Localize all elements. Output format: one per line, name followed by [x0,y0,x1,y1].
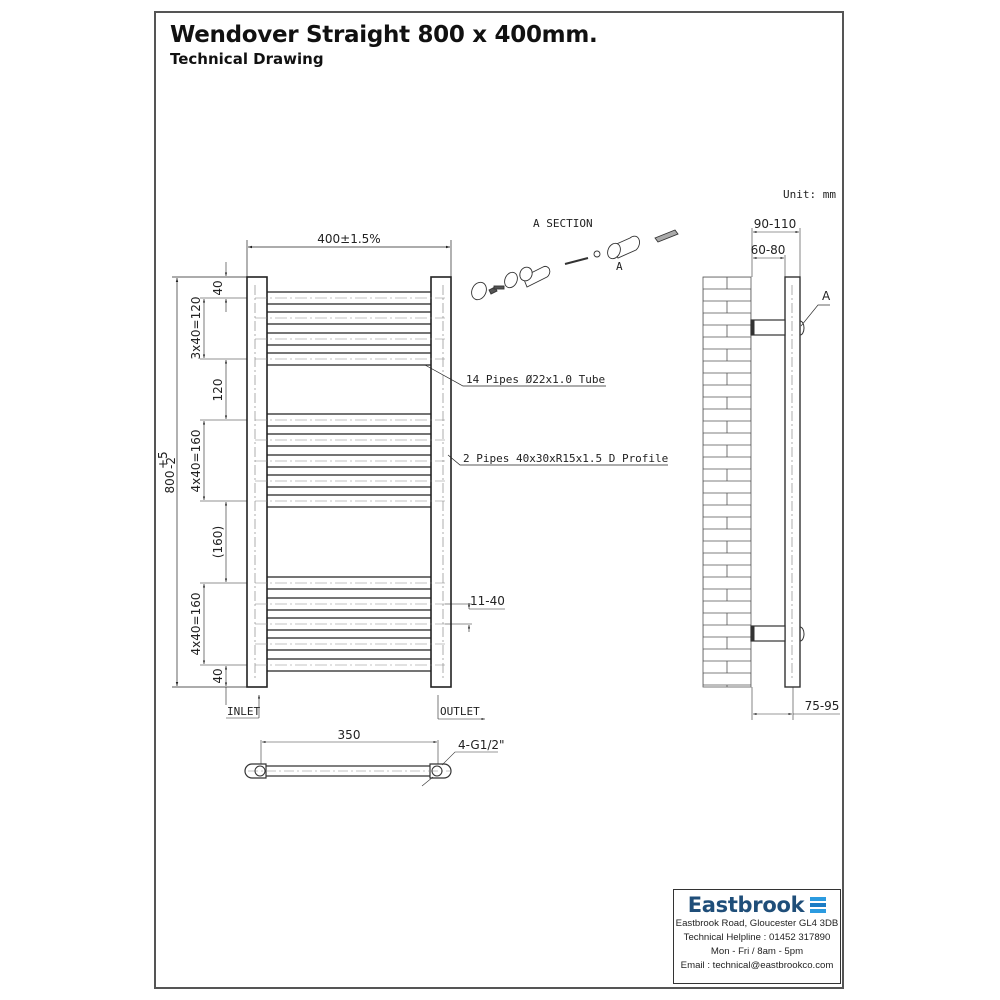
pipe-group-top [267,291,431,366]
cap-part [471,281,487,301]
wall-plug-part [654,229,679,243]
company-address: Eastbrook Road, Gloucester GL4 3DB [675,918,839,929]
bottom-view [244,740,498,787]
centers-dimension-label: 350 [338,728,361,742]
pipe-group-middle [267,413,431,508]
svg-text:A: A [616,260,623,273]
company-email[interactable]: Email : technical@eastbrookco.com [680,960,834,971]
valve-offset-label: 11-40 [470,594,505,608]
profile-callout: 2 Pipes 40x30xR15x1.5 D Profile [463,452,668,465]
middle-group-label: 4x40=160 [189,430,203,493]
section-a-exploded-bracket [471,229,679,301]
side-view [702,228,840,720]
ring-part [504,271,518,289]
top-gap-label: 40 [211,280,225,295]
outlet-label: OUTLET [440,705,480,718]
company-helpline: Technical Helpline : 01452 317890 [683,932,831,943]
brand-name: Eastbrook [687,893,805,917]
section-a-label: A SECTION [533,217,593,230]
unit-label: Unit: mm [783,188,836,201]
pipe-group-bottom [267,576,431,672]
front-view [172,240,668,721]
bottom-group-label: 4x40=160 [189,593,203,656]
tube-callout: 14 Pipes Ø22x1.0 Tube [466,373,605,386]
page-subtitle: Technical Drawing [170,50,324,68]
brand-logo: Eastbrook [674,893,840,917]
gap-1-label: 120 [211,379,225,402]
waves-icon [810,897,827,913]
width-dimension-label: 400±1.5% [317,232,380,246]
side-rail [784,276,801,688]
section-marker-a: A [822,289,831,303]
svg-text:+5: +5 [156,451,170,469]
right-rail [430,276,452,688]
left-connection [254,765,266,777]
bottom-bracket [750,625,786,642]
bottom-gap-label: 40 [211,668,225,683]
outer-projection-label: 90-110 [754,217,797,231]
brick-wall [702,276,752,688]
top-group-label: 3x40=120 [189,297,203,360]
left-rail [246,276,268,688]
company-info-box: Eastbrook Eastbrook Road, Gloucester GL4… [673,889,841,984]
bottom-projection-label: 75-95 [805,699,840,713]
svg-text:-2: -2 [164,457,178,469]
height-dimension-label: 800 [163,471,177,494]
inlet-label: INLET [227,705,260,718]
page-title: Wendover Straight 800 x 400mm. [170,22,598,48]
gap-2-label: (160) [211,526,225,558]
connection-label: 4-G1/2" [458,738,505,752]
inner-projection-label: 60-80 [751,243,786,257]
company-hours: Mon - Fri / 8am - 5pm [710,946,804,957]
spacer-part [522,265,551,288]
washer-part [593,250,601,258]
top-bracket [750,319,786,336]
right-connection [431,765,443,777]
